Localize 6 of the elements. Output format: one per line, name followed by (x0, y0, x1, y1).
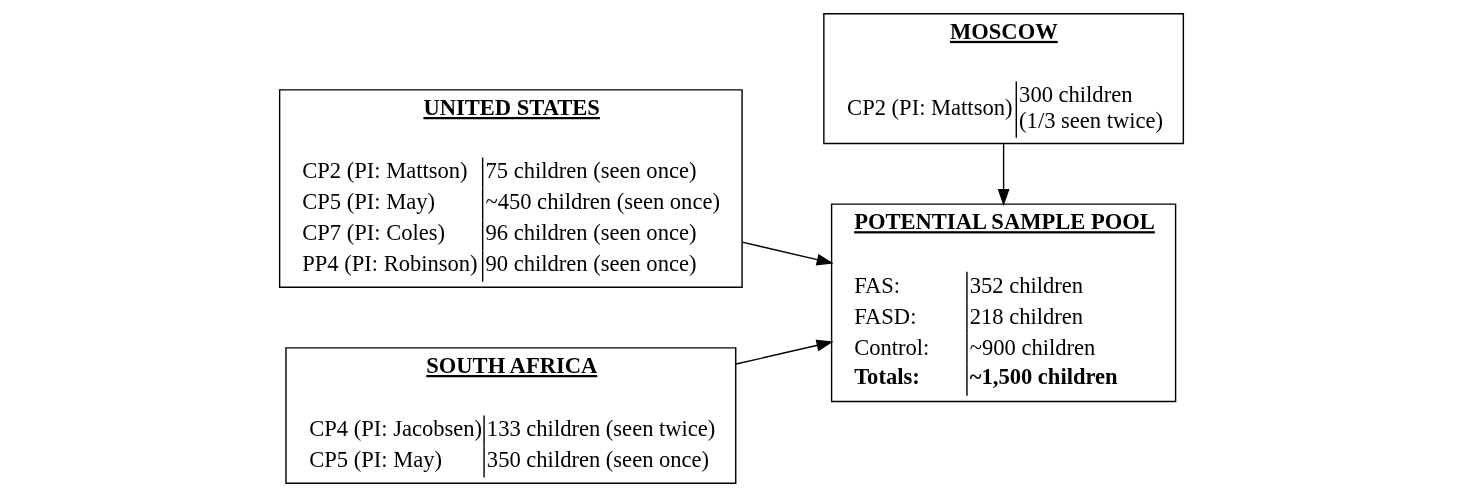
node-box: UNITED STATES CP2 (PI: Mattson) 75 children (seen once) CP5 (PI: May) ~450 children (seen once) CP7 (PI: Coles) 96 children (seen once) PP4 (PI: Robinson) 90 children (seen once) (278, 89, 743, 288)
arrow (740, 241, 834, 266)
arrow (734, 339, 833, 365)
arrow (997, 142, 1010, 206)
node-box: POTENTIAL SAMPLE POOL FAS: 352 children FASD: 218 children Control: ~900 children Totals: ~1,500 children (830, 203, 1176, 403)
node-box: SOUTH AFRICA CP4 (PI: Jacobsen) 133 children (seen twice) CP5 (PI: May) 350 children (seen once) (284, 347, 736, 484)
